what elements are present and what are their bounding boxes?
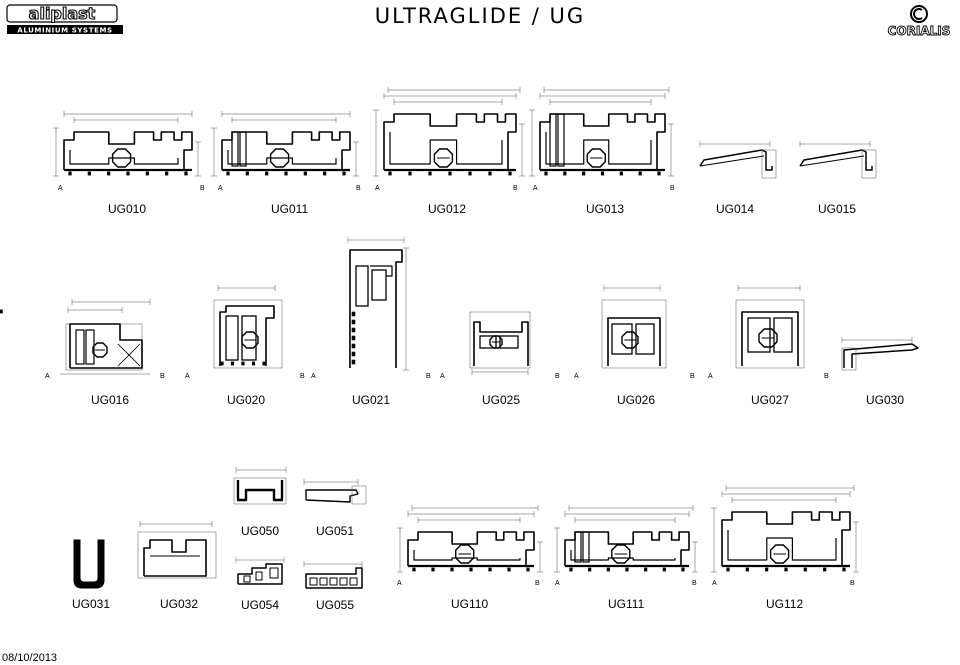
profile-code-ug031: UG031 [72,597,111,611]
profile-code-ug015: UG015 [818,202,857,216]
profile-drawing-ug110 [397,505,543,573]
ug021-side-b: B [426,373,431,380]
svg-text:CORIALIS: CORIALIS [888,24,951,38]
profile-drawing-ug011 [211,111,359,177]
ug112-side-a: A [712,580,717,587]
profile-drawing-ug013 [529,87,674,177]
profile-code-ug014: UG014 [716,202,755,216]
profile-drawing-ug025 [469,311,531,375]
svg-text:aliplast: aliplast [29,4,96,23]
profile-drawing-ug030 [841,337,919,371]
profile-drawing-ug014 [699,141,777,179]
profile-code-ug112: UG112 [766,597,804,611]
aliplast-logo-image: aliplast ALUMINIUM SYSTEMS [6,3,123,35]
profile-code-ug010: UG010 [108,202,147,216]
ug012-side-a: A [375,185,380,192]
ug020-side-a: A [185,373,190,380]
ug111-side-a: A [555,580,560,587]
svg-text:ALUMINIUM SYSTEMS: ALUMINIUM SYSTEMS [17,27,112,35]
profile-drawing-ug032 [137,521,217,579]
profile-code-ug111: UG111 [608,597,645,611]
profile-code-ug013: UG013 [586,202,625,216]
corialis-logo-image: CORIALIS [887,5,951,38]
ug013-side-a: A [533,185,538,192]
profile-code-ug021: UG021 [352,393,391,407]
profile-drawing-ug012 [373,87,525,177]
ug112-side-b: B [850,580,855,587]
profile-code-ug051: UG051 [316,524,355,538]
ug011-side-a: A [218,185,223,192]
profile-drawing-ug055 [303,561,363,589]
profile-drawing-ug015 [799,141,877,179]
ug016-side-b: B [160,373,165,380]
profile-code-ug055: UG055 [316,598,355,612]
profile-code-ug032: UG032 [160,597,199,611]
profile-code-ug054: UG054 [241,598,280,612]
profile-drawing-ug112 [711,485,859,573]
ug021-side-a: A [311,373,316,380]
profile-drawing-ug031 [73,539,105,589]
ug026-side-a: A [574,373,579,380]
profile-code-ug026: UG026 [617,393,656,407]
profile-code-ug027: UG027 [751,393,790,407]
profile-code-ug011: UG011 [271,202,309,216]
ug027-side-a: A [708,373,713,380]
ug025-side-b: B [555,373,560,380]
ug016-side-a: A [45,373,50,380]
profile-code-ug012: UG012 [428,202,467,216]
ug010-side-a: A [58,185,63,192]
page-title: ULTRAGLIDE / UG [374,4,586,28]
profile-code-ug110: UG110 [451,597,489,611]
corialis-logo: CORIALIS [884,4,954,38]
profile-drawing-ug054 [235,557,285,585]
profile-code-ug020: UG020 [227,393,266,407]
ug027-side-b: B [824,373,829,380]
profile-drawing-ug020 [213,285,283,369]
profile-drawing-ug010 [53,111,201,177]
profile-drawing-ug016 [60,299,151,375]
ug110-side-b: B [535,580,540,587]
ug011-side-b: B [356,185,361,192]
ug025-side-a: A [440,373,445,380]
profile-code-ug016: UG016 [91,393,130,407]
ug012-side-b: B [513,185,518,192]
ug110-side-a: A [397,580,402,587]
profile-code-ug050: UG050 [241,524,280,538]
profile-drawing-ug051 [303,479,367,505]
aliplast-logo: aliplast ALUMINIUM SYSTEMS [6,3,124,35]
ug111-side-b: B [692,580,697,587]
profile-drawing-ug021 [0,237,409,371]
ug013-side-b: B [670,185,675,192]
ug010-side-b: B [200,185,205,192]
profile-drawing-ug027 [735,285,805,369]
document-date: 08/10/2013 [2,652,58,664]
profile-code-ug030: UG030 [866,393,905,407]
profile-code-ug025: UG025 [482,393,521,407]
profile-drawing-ug111 [554,505,698,573]
profile-drawing-ug026 [601,285,667,369]
profile-drawing-ug050 [233,467,287,505]
ug020-side-b: B [300,373,305,380]
ug026-side-b: B [690,373,695,380]
